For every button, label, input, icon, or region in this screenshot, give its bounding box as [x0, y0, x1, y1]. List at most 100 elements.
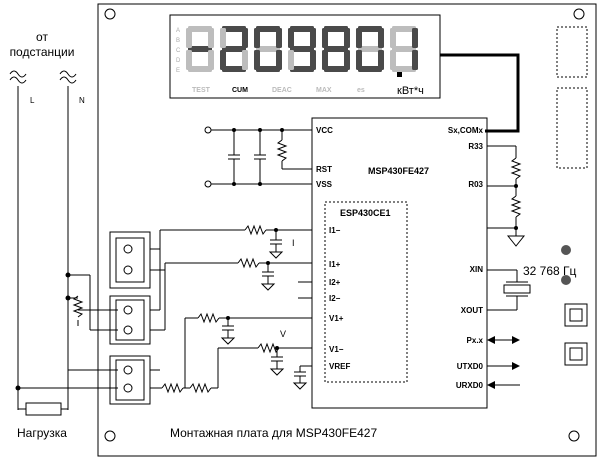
lcd-digit-4-seg-g	[324, 46, 348, 52]
board-title: Монтажная плата для MSP430FE427	[170, 426, 377, 440]
pin-i2-plus: I2+	[329, 278, 341, 287]
resistor-v1-minus	[257, 342, 280, 354]
source-label-1: от	[36, 30, 48, 44]
lcd-digit-0-seg-e	[186, 50, 192, 70]
lcd-seg-label-1: B	[176, 38, 180, 44]
lcd-bus	[440, 53, 520, 133]
aux-display-2	[556, 87, 588, 169]
lcd-indicator-0: TEST	[192, 87, 211, 94]
lcd-digit-6-seg-e	[390, 50, 396, 70]
pin-px: Px.x	[467, 336, 484, 345]
shunt-resistor	[72, 295, 84, 318]
reset-resistor	[276, 139, 288, 162]
lcd-digit-4-seg-b	[344, 28, 350, 48]
lcd-seg-label-3: D	[176, 58, 181, 64]
source-label-2: подстанции	[10, 45, 75, 59]
lcd-digit-3-seg-d	[290, 66, 314, 72]
lcd-seg-label-2: C	[176, 48, 181, 54]
pin-xin: XIN	[470, 265, 484, 274]
pin-vss: VSS	[316, 180, 333, 189]
pin-utxd0: UTXD0	[457, 362, 484, 371]
terminal-block-3	[109, 355, 151, 405]
pin-i1-minus: I1−	[329, 226, 341, 235]
lcd-digit-3-seg-e	[288, 50, 294, 70]
ac-symbol-l	[9, 70, 27, 78]
terminal-block-2	[109, 295, 151, 345]
lcd-digit-6-seg-g	[392, 46, 416, 52]
mcu-name: MSP430FE427	[368, 166, 429, 176]
lcd-decimal-point	[397, 72, 402, 77]
pin-r03: R03	[468, 180, 483, 189]
lcd-digit-5-seg-c	[378, 50, 384, 70]
lcd-digit-1-seg-g	[222, 46, 246, 52]
resistor-i1-plus	[237, 257, 260, 269]
lcd-digit-6-seg-f	[390, 28, 396, 48]
lcd-indicator-1: CUM	[232, 87, 248, 94]
lcd-digit-2-seg-b	[276, 28, 282, 48]
lcd-indicator-4: es	[357, 87, 365, 94]
pin-i1-plus: I1+	[329, 260, 341, 269]
lcd-digit-0-seg-f	[186, 28, 192, 48]
esp-module	[324, 201, 408, 383]
lcd-indicator-3: MAX	[316, 87, 332, 94]
lcd-digit-3-seg-c	[310, 50, 316, 70]
resistor-i1-minus	[244, 224, 267, 236]
terminal-block-1	[109, 231, 151, 289]
lcd-digit-5-seg-e	[356, 50, 362, 70]
pin-r33: R33	[468, 142, 483, 151]
lcd-digit-4-seg-f	[322, 28, 328, 48]
ac-symbol-n	[59, 70, 77, 78]
pin-sx-comx: Sx,COMx	[448, 126, 484, 135]
lcd-digits	[186, 26, 418, 72]
pin-vref: VREF	[329, 362, 350, 371]
load-label: Нагрузка	[17, 426, 67, 440]
crystal-label: 32 768 Гц	[523, 264, 577, 278]
lcd-seg-label-0: A	[176, 28, 180, 34]
lcd-indicator-2: DEAC	[272, 87, 292, 94]
mount-hole-br	[568, 430, 580, 442]
load-resistor	[25, 402, 62, 416]
crystal-pad-2	[561, 275, 571, 285]
lcd-digit-2-seg-f	[254, 28, 260, 48]
mount-hole-bl	[104, 430, 116, 442]
ac-symbol-n2	[59, 76, 77, 84]
lcd-digit-6-seg-a	[392, 26, 416, 32]
lcd-seg-label-4: E	[176, 68, 180, 74]
io-pad-1	[564, 303, 588, 327]
lcd-digit-1-seg-c	[242, 50, 248, 70]
lcd-digit-3-seg-a	[290, 26, 314, 32]
lcd-digit-0-seg-c	[208, 50, 214, 70]
lcd-digit-5-seg-a	[358, 26, 382, 32]
pin-v1-plus: V1+	[329, 314, 344, 323]
lcd-digit-1-seg-d	[222, 66, 246, 72]
lcd-digit-6-seg-b	[412, 28, 418, 48]
lcd-digit-5-seg-b	[378, 28, 384, 48]
lcd-digit-3-seg-b	[310, 28, 316, 48]
mount-hole-tr	[573, 8, 585, 20]
vss-terminal	[204, 180, 212, 188]
lcd-digit-0-seg-a	[188, 26, 212, 32]
lcd-digit-1-seg-b	[242, 28, 248, 48]
io-pad-2	[564, 342, 588, 366]
pin-i2-minus: I2−	[329, 294, 341, 303]
ground-symbol-r03	[506, 235, 526, 247]
lcd-digit-2-seg-c	[276, 50, 282, 70]
lcd-digit-3-seg-g	[290, 46, 314, 52]
esp-name: ESP430CE1	[340, 208, 391, 218]
lcd-digit-4-seg-e	[322, 50, 328, 70]
phase-n-label: N	[79, 96, 85, 105]
lcd-digit-0-seg-b	[208, 28, 214, 48]
lcd-digit-0-seg-g	[188, 46, 212, 52]
crystal	[503, 284, 531, 294]
lcd-unit: кВт*ч	[397, 85, 424, 97]
voltage-label: V	[280, 329, 286, 339]
pin-rst: RST	[316, 165, 332, 174]
pin-vcc: VCC	[316, 126, 333, 135]
lcd-digit-2-seg-d	[256, 66, 280, 72]
lcd-indicators: TEST CUM DEAC MAX es	[192, 87, 365, 94]
lcd-digit-5-seg-g	[358, 46, 382, 52]
resistor-v1-plus	[197, 312, 220, 324]
lcd-digit-2-seg-e	[254, 50, 260, 70]
